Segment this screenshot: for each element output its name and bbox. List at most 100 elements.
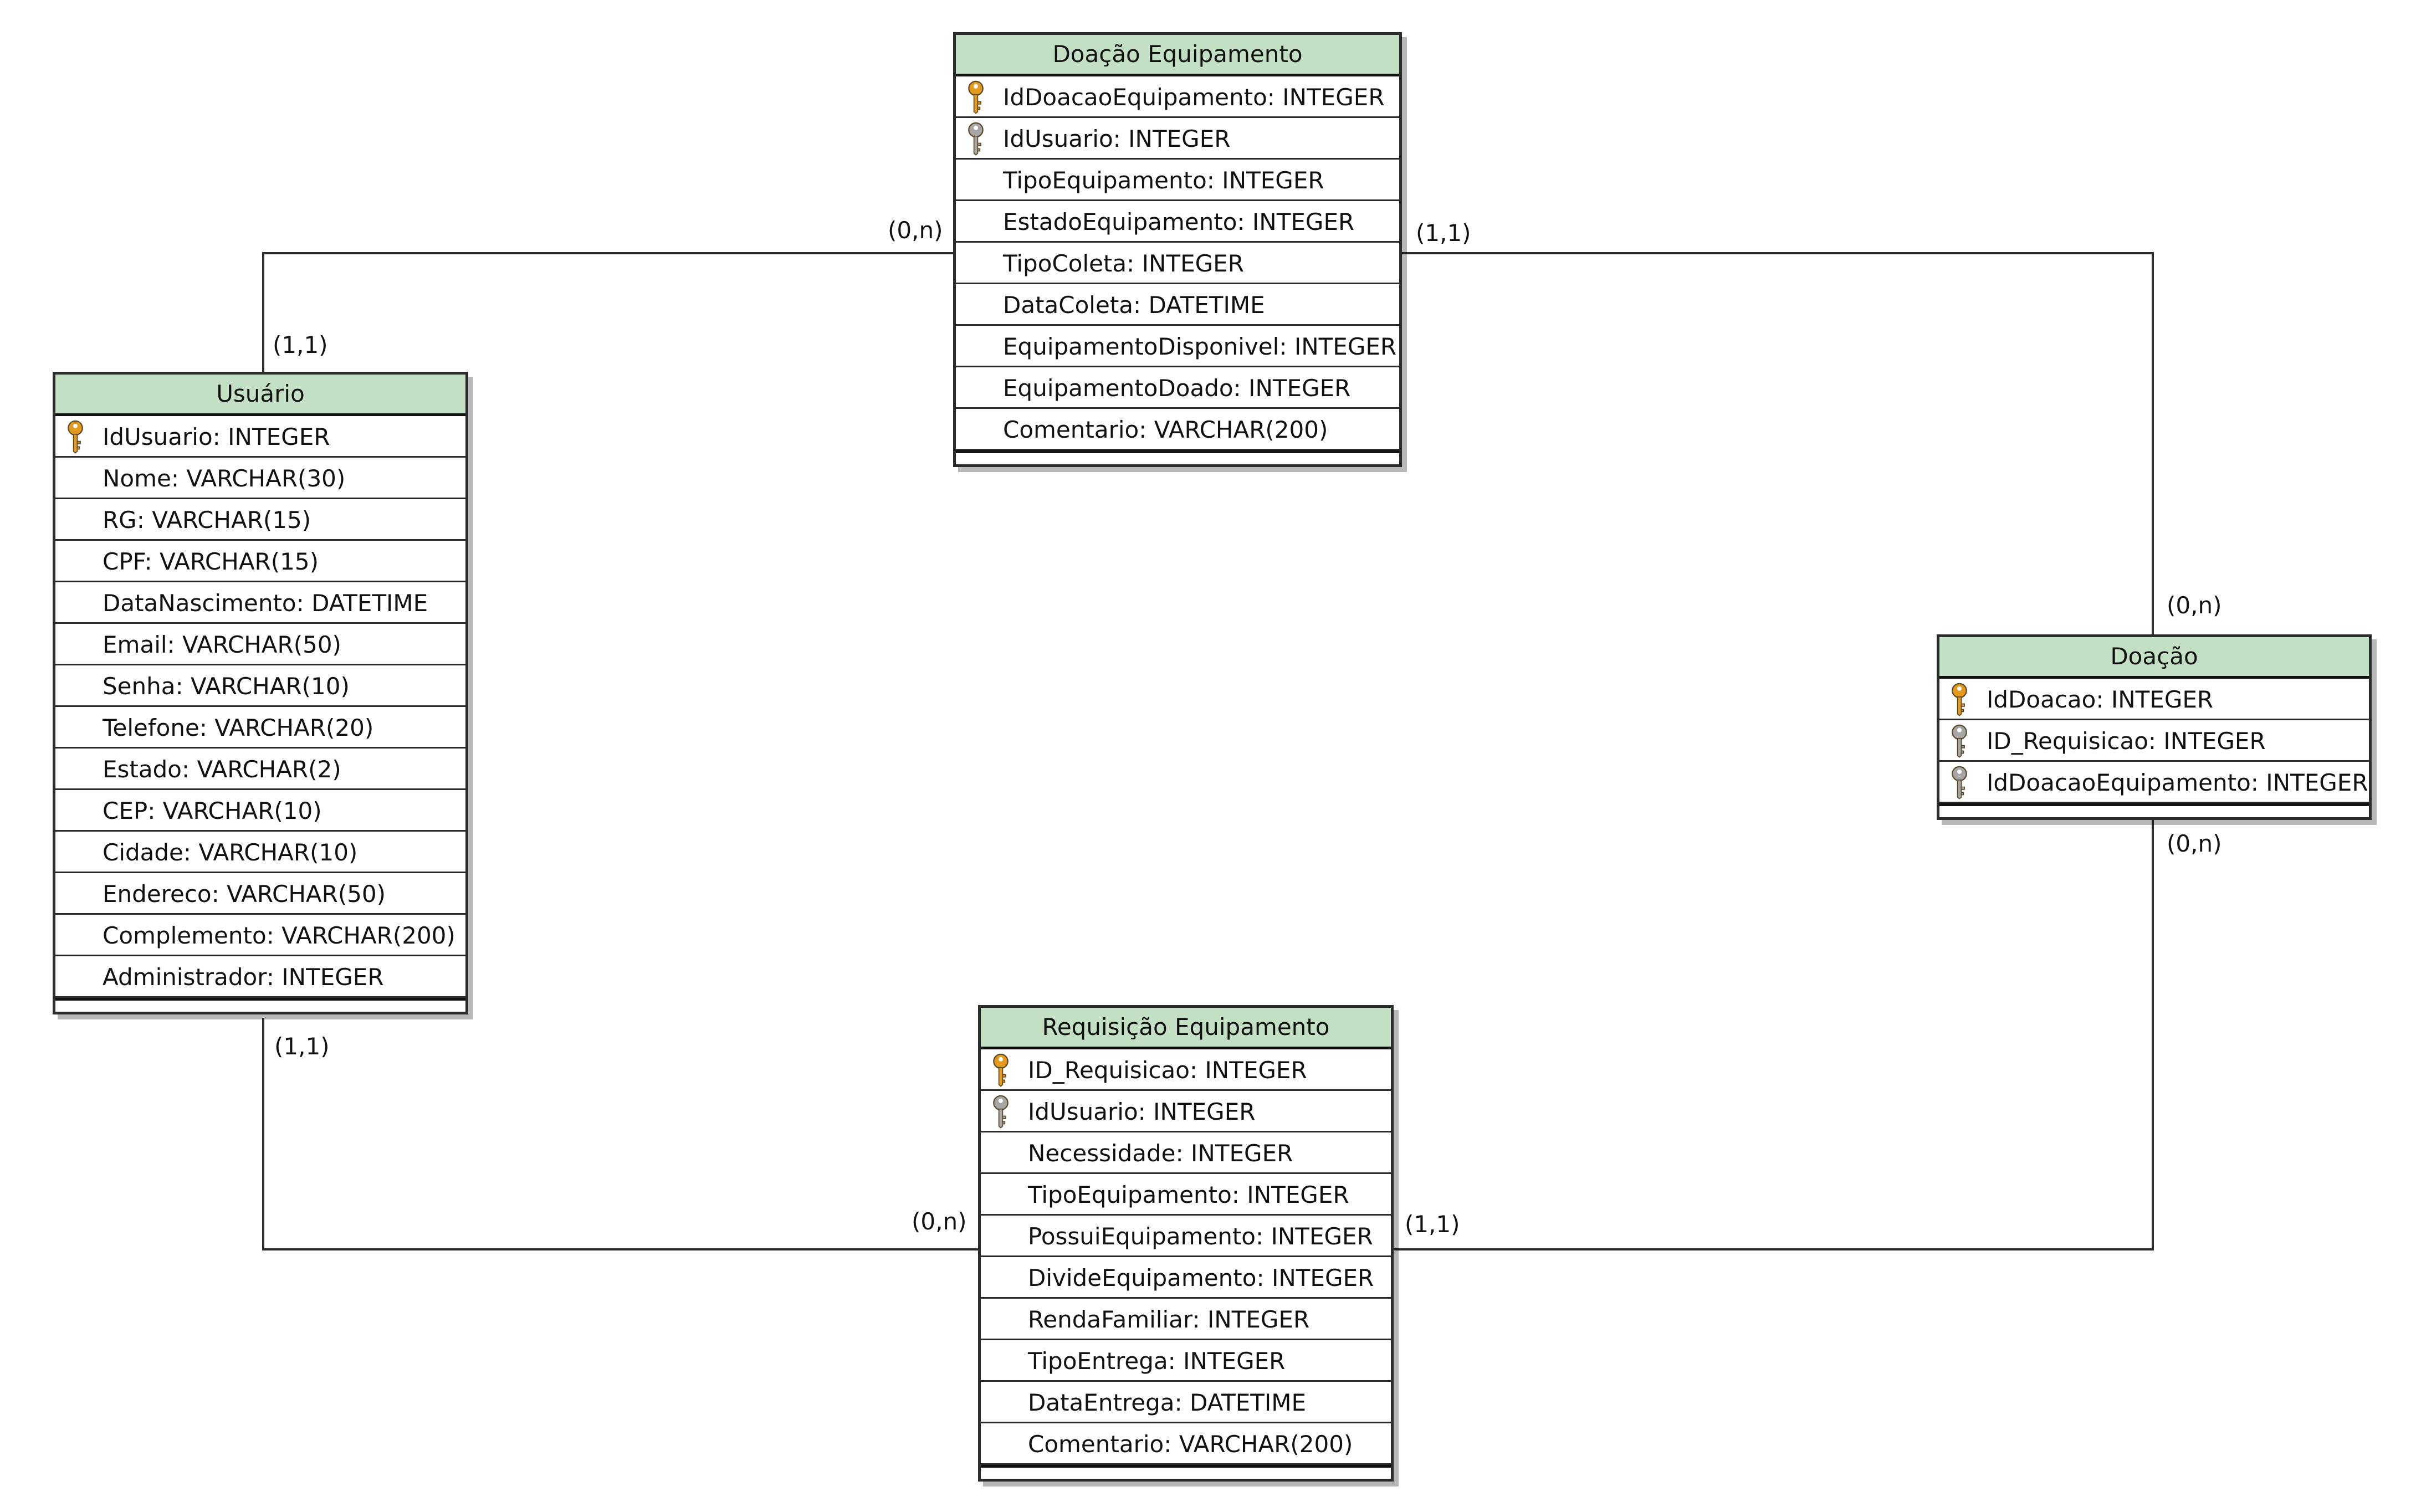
entity-field[interactable]: TipoColeta: INTEGER — [956, 243, 1399, 284]
entity-field[interactable]: Senha: VARCHAR(10) — [55, 665, 465, 707]
entity-field[interactable]: ID_Requisicao: INTEGER — [981, 1049, 1391, 1091]
field-label: Complemento: VARCHAR(200) — [103, 922, 455, 949]
entity-field[interactable]: Complemento: VARCHAR(200) — [55, 915, 465, 956]
cardinality-usuario-requisicao-equipamento-to: (0,n) — [912, 1208, 967, 1235]
key-icon — [968, 80, 984, 114]
key-icon — [1952, 724, 1967, 758]
cardinality-requisicao-equipamento-doacao-to: (0,n) — [2167, 830, 2222, 857]
entity-field[interactable]: EstadoEquipamento: INTEGER — [956, 201, 1399, 243]
relationship-line-doacao-equipamento-doacao — [1399, 252, 2154, 634]
entity-field[interactable]: Necessidade: INTEGER — [981, 1132, 1391, 1174]
field-label: EquipamentoDisponivel: INTEGER — [1003, 333, 1397, 360]
key-icon — [993, 1053, 1009, 1087]
entity-field[interactable]: IdUsuario: INTEGER — [981, 1091, 1391, 1132]
entity-field[interactable]: DataEntrega: DATETIME — [981, 1382, 1391, 1423]
entity-field[interactable]: PossuiEquipamento: INTEGER — [981, 1216, 1391, 1257]
entity-field[interactable]: Endereco: VARCHAR(50) — [55, 873, 465, 915]
field-label: ID_Requisicao: INTEGER — [1987, 727, 2266, 755]
entity-field[interactable]: IdDoacaoEquipamento: INTEGER — [1939, 762, 2369, 803]
field-label: Email: VARCHAR(50) — [103, 631, 341, 658]
relationship-line-requisicao-equipamento-doacao — [1394, 814, 2154, 1250]
entity-field[interactable]: Estado: VARCHAR(2) — [55, 749, 465, 790]
entity-field[interactable]: CPF: VARCHAR(15) — [55, 541, 465, 582]
entity-field[interactable]: CEP: VARCHAR(10) — [55, 790, 465, 832]
field-label: Nome: VARCHAR(30) — [103, 465, 346, 492]
entity-footer — [55, 998, 465, 1012]
field-label: Comentario: VARCHAR(200) — [1003, 416, 1328, 443]
field-label: EquipamentoDoado: INTEGER — [1003, 375, 1351, 402]
field-label: PossuiEquipamento: INTEGER — [1028, 1223, 1373, 1250]
entity-field[interactable]: Cidade: VARCHAR(10) — [55, 832, 465, 873]
field-label: TipoColeta: INTEGER — [1003, 250, 1244, 277]
entity-field[interactable]: IdDoacao: INTEGER — [1939, 679, 2369, 720]
field-label: DataColeta: DATETIME — [1003, 291, 1265, 319]
field-label: TipoEquipamento: INTEGER — [1028, 1181, 1349, 1208]
field-label: RendaFamiliar: INTEGER — [1028, 1306, 1310, 1333]
field-label: IdDoacaoEquipamento: INTEGER — [1987, 769, 2368, 796]
field-label: Telefone: VARCHAR(20) — [103, 714, 374, 741]
cardinality-requisicao-equipamento-doacao-from: (1,1) — [1405, 1211, 1460, 1238]
field-label: Senha: VARCHAR(10) — [103, 673, 350, 700]
field-label: Administrador: INTEGER — [103, 963, 384, 991]
entity-field[interactable]: IdUsuario: INTEGER — [55, 416, 465, 458]
key-icon — [968, 122, 984, 156]
entity-field[interactable]: Administrador: INTEGER — [55, 956, 465, 998]
field-label: CEP: VARCHAR(10) — [103, 797, 322, 824]
field-list: IdUsuario: INTEGER Nome: VARCHAR(30) RG: V… — [55, 416, 465, 998]
entity-field[interactable]: DataNascimento: DATETIME — [55, 582, 465, 624]
entity-field[interactable]: EquipamentoDoado: INTEGER — [956, 367, 1399, 409]
entity-doacao-equipamento[interactable]: Doação Equipamento IdDoacaoEquipamento: … — [953, 32, 1402, 467]
entity-field[interactable]: Telefone: VARCHAR(20) — [55, 707, 465, 749]
entity-field[interactable]: IdUsuario: INTEGER — [956, 118, 1399, 160]
field-list: IdDoacaoEquipamento: INTEGER IdUsuario: I… — [956, 76, 1399, 450]
cardinality-doacao-equipamento-doacao-to: (0,n) — [2167, 592, 2222, 619]
entity-field[interactable]: Nome: VARCHAR(30) — [55, 458, 465, 499]
entity-title: Doação Equipamento — [956, 35, 1399, 76]
cardinality-usuario-doacao-equipamento-from: (1,1) — [273, 331, 328, 358]
entity-field[interactable]: Comentario: VARCHAR(200) — [956, 409, 1399, 450]
key-icon — [993, 1095, 1009, 1129]
cardinality-doacao-equipamento-doacao-from: (1,1) — [1416, 219, 1471, 247]
entity-field[interactable]: Comentario: VARCHAR(200) — [981, 1423, 1391, 1465]
entity-field[interactable]: RG: VARCHAR(15) — [55, 499, 465, 541]
field-label: TipoEquipamento: INTEGER — [1003, 167, 1324, 194]
entity-field[interactable]: TipoEntrega: INTEGER — [981, 1340, 1391, 1382]
field-label: DivideEquipamento: INTEGER — [1028, 1264, 1374, 1291]
key-icon — [68, 420, 83, 454]
field-label: RG: VARCHAR(15) — [103, 506, 311, 534]
key-icon — [1952, 766, 1967, 799]
field-label: ID_Requisicao: INTEGER — [1028, 1057, 1307, 1084]
relationship-line-usuario-doacao-equipamento — [262, 252, 953, 372]
entity-usuario[interactable]: Usuário IdUsuario: INTEGER Nome: VARCHAR(… — [53, 372, 468, 1014]
cardinality-usuario-requisicao-equipamento-from: (1,1) — [274, 1033, 330, 1060]
entity-title: Doação — [1939, 637, 2369, 679]
relationship-line-usuario-requisicao-equipamento — [262, 1018, 978, 1250]
entity-field[interactable]: ID_Requisicao: INTEGER — [1939, 720, 2369, 762]
entity-doacao[interactable]: Doação IdDoacao: INTEGER ID_Requisicao: I… — [1937, 634, 2372, 820]
key-icon — [1952, 683, 1967, 716]
entity-requisicao-equipamento[interactable]: Requisição Equipamento ID_Requisicao: IN… — [978, 1005, 1394, 1482]
field-label: TipoEntrega: INTEGER — [1028, 1347, 1286, 1375]
entity-footer — [981, 1465, 1391, 1479]
entity-field[interactable]: Email: VARCHAR(50) — [55, 624, 465, 665]
field-label: Comentario: VARCHAR(200) — [1028, 1431, 1353, 1458]
entity-field[interactable]: TipoEquipamento: INTEGER — [981, 1174, 1391, 1216]
entity-title: Requisição Equipamento — [981, 1008, 1391, 1049]
entity-field[interactable]: RendaFamiliar: INTEGER — [981, 1299, 1391, 1340]
field-label: Estado: VARCHAR(2) — [103, 756, 341, 783]
field-label: Endereco: VARCHAR(50) — [103, 880, 386, 908]
field-label: IdDoacaoEquipamento: INTEGER — [1003, 84, 1385, 111]
entity-field[interactable]: DivideEquipamento: INTEGER — [981, 1257, 1391, 1299]
field-label: DataEntrega: DATETIME — [1028, 1389, 1307, 1416]
field-label: Necessidade: INTEGER — [1028, 1140, 1293, 1167]
entity-field[interactable]: IdDoacaoEquipamento: INTEGER — [956, 76, 1399, 118]
field-list: ID_Requisicao: INTEGER IdUsuario: INTEGER… — [981, 1049, 1391, 1465]
entity-field[interactable]: DataColeta: DATETIME — [956, 284, 1399, 326]
field-label: IdUsuario: INTEGER — [103, 423, 330, 450]
entity-field[interactable]: TipoEquipamento: INTEGER — [956, 160, 1399, 201]
entity-field[interactable]: EquipamentoDisponivel: INTEGER — [956, 326, 1399, 367]
entity-title: Usuário — [55, 375, 465, 416]
field-label: IdUsuario: INTEGER — [1028, 1098, 1256, 1125]
